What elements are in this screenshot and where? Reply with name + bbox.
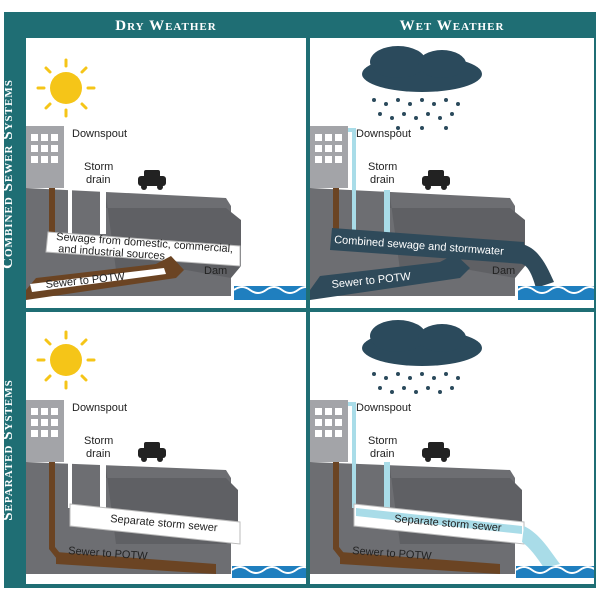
sun-icon <box>36 330 96 390</box>
label-downspout: Downspout <box>356 402 411 414</box>
downspout-pipe <box>64 402 72 508</box>
overflow-discharge <box>522 244 554 288</box>
panel-combined-dry: Downspout Storm drain Sewage from domest… <box>26 38 306 308</box>
rain-cloud-icon <box>362 46 482 130</box>
downspout-pipe <box>348 128 356 234</box>
sun-icon <box>36 58 96 118</box>
water <box>518 286 594 300</box>
label-downspout: Downspout <box>356 128 411 140</box>
car-icon <box>422 170 450 190</box>
car-icon <box>422 442 450 462</box>
separate-storm-sewer-pipe <box>69 503 241 545</box>
label-drain: drain <box>370 174 394 186</box>
row-header-separated-systems: Separated Systems <box>0 379 16 521</box>
combined-sewer-pipe <box>45 231 241 267</box>
building <box>310 400 348 462</box>
label-dam: Dam <box>492 265 515 277</box>
label-storm: Storm <box>84 161 113 173</box>
potw-pipe <box>30 268 166 292</box>
label-storm: Storm <box>368 161 397 173</box>
label-drain: drain <box>86 174 110 186</box>
water <box>234 286 306 300</box>
storm-drain-pipe <box>384 462 390 508</box>
label-dam: Dam <box>204 265 227 277</box>
label-drain: drain <box>86 448 110 460</box>
storm-drain-pipe <box>384 190 390 234</box>
label-downspout: Downspout <box>72 128 127 140</box>
storm-drain-pipe <box>100 462 106 508</box>
building <box>310 126 348 188</box>
building <box>26 126 64 188</box>
panel-combined-wet: Downspout Storm drain Combined sewage an… <box>310 38 594 308</box>
water <box>516 566 594 578</box>
car-icon <box>138 442 166 462</box>
label-sewer-to-potw: Sewer to POTW <box>68 545 149 563</box>
potw-pipe <box>56 552 216 574</box>
water <box>232 566 306 578</box>
column-header-wet-weather: Wet Weather <box>399 18 505 34</box>
label-sewer-to-potw: Sewer to POTW <box>352 545 433 563</box>
storm-drain-pipe <box>100 190 106 234</box>
panel-separated-dry: Downspout Storm drain Separate storm sew… <box>26 312 306 584</box>
car-icon <box>138 170 166 190</box>
building <box>26 400 64 462</box>
stormwater-flow <box>356 508 522 534</box>
storm-discharge <box>522 526 560 568</box>
potw-pipe <box>310 254 470 300</box>
row-header-combined-sewer-systems: Combined Sewer Systems <box>0 79 16 269</box>
combined-sewer-pipe <box>330 228 524 264</box>
label-downspout: Downspout <box>72 402 127 414</box>
rain-cloud-icon <box>362 320 482 394</box>
downspout-pipe <box>64 128 72 234</box>
label-drain: drain <box>370 448 394 460</box>
label-storm: Storm <box>368 435 397 447</box>
downspout-pipe <box>348 402 356 508</box>
panel-separated-wet: Downspout Storm drain Separate storm sew… <box>310 312 594 584</box>
column-header-dry-weather: Dry Weather <box>115 18 217 34</box>
label-storm: Storm <box>84 435 113 447</box>
potw-pipe <box>340 552 500 574</box>
